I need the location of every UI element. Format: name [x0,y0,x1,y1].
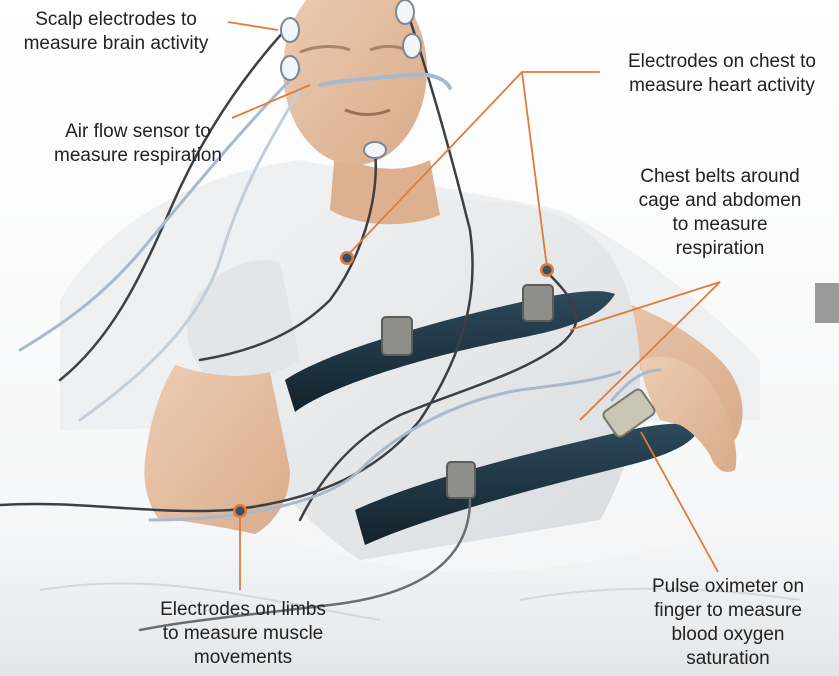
label-scalp-electrodes: Scalp electrodes to measure brain activi… [0,8,232,56]
label-chest-belts: Chest belts around cage and abdomen to m… [610,165,830,261]
label-air-flow-sensor: Air flow sensor to measure respiration [28,120,248,168]
label-chest-electrodes: Electrodes on chest to measure heart act… [606,50,838,98]
label-limb-electrodes: Electrodes on limbs to measure muscle mo… [128,598,358,670]
limb-electrode [236,507,245,516]
belt-sensor-2 [523,285,553,321]
belt-sensor-1 [382,317,412,355]
chest-electrode-left [343,254,352,263]
chest-electrode-right [543,266,552,275]
label-pulse-oximeter: Pulse oximeter on finger to measure bloo… [628,575,828,671]
belt-sensor-3 [447,462,475,498]
edge-fragment [815,283,839,323]
